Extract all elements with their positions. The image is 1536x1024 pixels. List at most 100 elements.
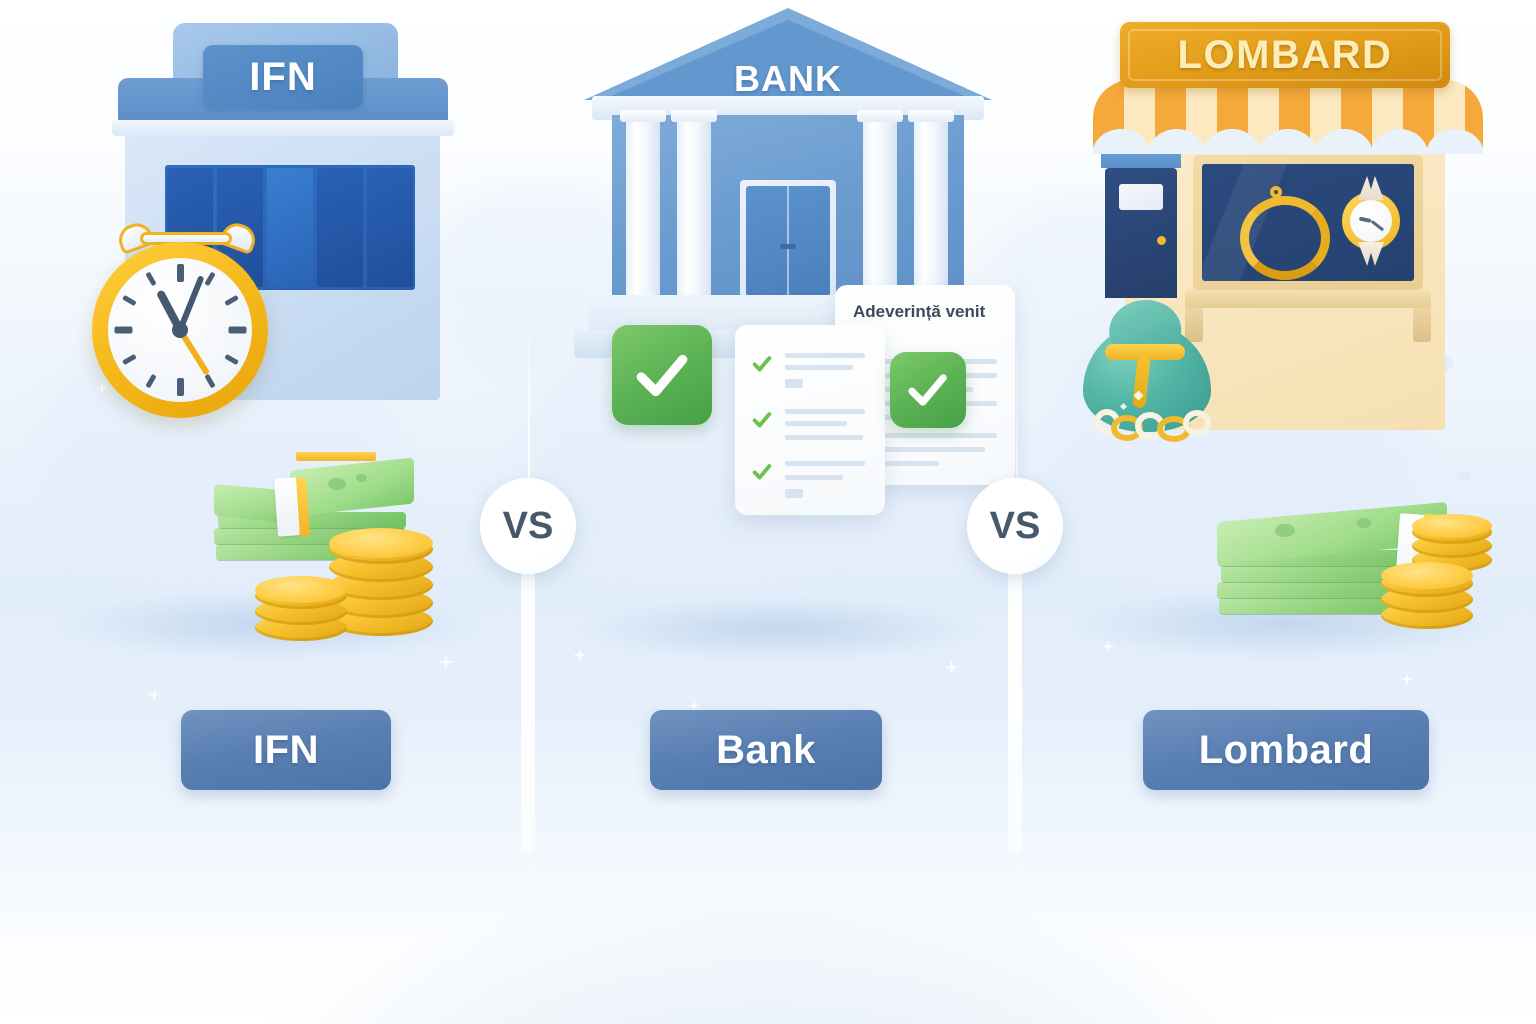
awning-scallops <box>1093 129 1483 154</box>
awning-scallop <box>1259 129 1317 154</box>
document-line <box>785 475 843 480</box>
document-line <box>853 447 985 452</box>
gold-chain-icon <box>1183 410 1211 436</box>
ifn-window-pane <box>267 168 313 287</box>
clock-tick <box>223 353 239 366</box>
cash-bill-mark <box>328 478 346 490</box>
ifn-window-pane <box>317 168 363 287</box>
bank-door-handle <box>780 244 796 249</box>
bank-pediment-inner <box>602 20 974 100</box>
clock-center-pin <box>172 322 188 338</box>
display-glass <box>1202 164 1414 281</box>
green-check-badge-icon[interactable] <box>612 325 712 425</box>
awning-icon <box>1093 80 1483 154</box>
bank-door[interactable] <box>740 180 836 302</box>
lombard-building-sign-text: LOMBARD <box>1177 32 1393 77</box>
cash-bill-top <box>290 457 414 517</box>
check-mark-icon <box>751 461 773 483</box>
column-capital <box>671 110 717 122</box>
ground-shadow <box>580 596 980 662</box>
document-line <box>785 435 863 440</box>
check-mark-icon <box>636 354 688 397</box>
cash-bill-mark <box>1275 524 1295 537</box>
watch-strap-top <box>1358 176 1384 200</box>
watch-strap-bottom <box>1358 242 1384 266</box>
cash-bill-mark <box>1357 518 1371 528</box>
document-line <box>785 379 803 388</box>
coin-top-face <box>329 528 433 558</box>
awning-scallop <box>1093 129 1150 154</box>
label-ifn-text: IFN <box>253 727 319 772</box>
clock-tick <box>121 294 137 307</box>
clock-tick <box>144 373 157 389</box>
clock-face <box>108 258 252 402</box>
watch-minute-hand <box>1370 219 1384 232</box>
clock-tick <box>203 373 216 389</box>
watch-face <box>1350 200 1392 242</box>
awning-scallop <box>1370 129 1429 154</box>
check-mark-icon <box>751 353 773 375</box>
document-line <box>785 421 847 426</box>
clock-tick <box>176 378 184 396</box>
bank-building-sign-text: BANK <box>734 58 842 99</box>
bank-column <box>671 110 717 310</box>
ifn-window-pane <box>367 168 413 287</box>
window-sill <box>1185 290 1431 308</box>
coin-stack-icon <box>1381 552 1477 638</box>
green-check-badge-icon[interactable] <box>890 352 966 428</box>
panel-bank: BANK Adeverință venit <box>570 0 1015 1024</box>
vs-badge: VS <box>967 478 1063 574</box>
document-line <box>785 365 853 370</box>
cash-bill-mark <box>356 474 367 482</box>
coin-top-face <box>1381 562 1473 589</box>
check-mark-icon <box>751 409 773 431</box>
clock-bezel <box>92 242 268 418</box>
clock-tick <box>203 271 216 287</box>
alarm-clock-icon <box>92 218 282 418</box>
document-line <box>853 461 939 466</box>
coin-top-face <box>255 576 347 603</box>
document-line <box>785 409 865 414</box>
bank-column <box>620 110 666 310</box>
checklist-document-icon <box>735 325 885 515</box>
coin-stack-icon <box>255 570 351 650</box>
ifn-roof-cap <box>112 120 454 136</box>
label-bank[interactable]: Bank <box>650 710 882 790</box>
cash-band <box>296 452 376 461</box>
ifn-building-sign-text: IFN <box>249 54 317 99</box>
column-capital <box>620 110 666 122</box>
door-knob <box>1157 236 1166 245</box>
ifn-window <box>165 165 415 290</box>
bank-door-panel <box>746 186 830 296</box>
clock-tick <box>121 353 137 366</box>
document-line <box>785 461 865 466</box>
money-bag-tie <box>1105 344 1185 360</box>
sign-inner-border <box>1128 29 1442 81</box>
column-capital <box>908 110 954 122</box>
column-capital <box>857 110 903 122</box>
awning-scallop <box>1147 129 1206 154</box>
label-ifn[interactable]: IFN <box>181 710 391 790</box>
pawnshop-door[interactable] <box>1105 168 1177 298</box>
coin-top-face <box>1412 514 1492 538</box>
awning-scallop <box>1314 129 1373 154</box>
label-bank-text: Bank <box>716 727 816 772</box>
pocket-watch-icon <box>1342 176 1400 266</box>
awning-scallop <box>1426 129 1483 154</box>
vs-pole <box>521 524 535 854</box>
clock-tick <box>228 326 246 334</box>
label-lombard[interactable]: Lombard <box>1143 710 1429 790</box>
document-line <box>785 489 803 498</box>
pawnshop-leg <box>1185 308 1203 342</box>
document-title: Adeverință venit <box>853 302 986 321</box>
bank-column <box>857 110 903 310</box>
display-window <box>1193 155 1423 290</box>
gold-ring-icon <box>1240 196 1330 280</box>
watch-hour-hand <box>1358 216 1372 223</box>
panel-lombard: LOMBARD <box>1065 0 1505 1024</box>
check-mark-icon <box>908 374 948 407</box>
vs-badge: VS <box>480 478 576 574</box>
vs-pole <box>1008 524 1022 854</box>
lombard-building-sign: LOMBARD <box>1120 22 1450 88</box>
